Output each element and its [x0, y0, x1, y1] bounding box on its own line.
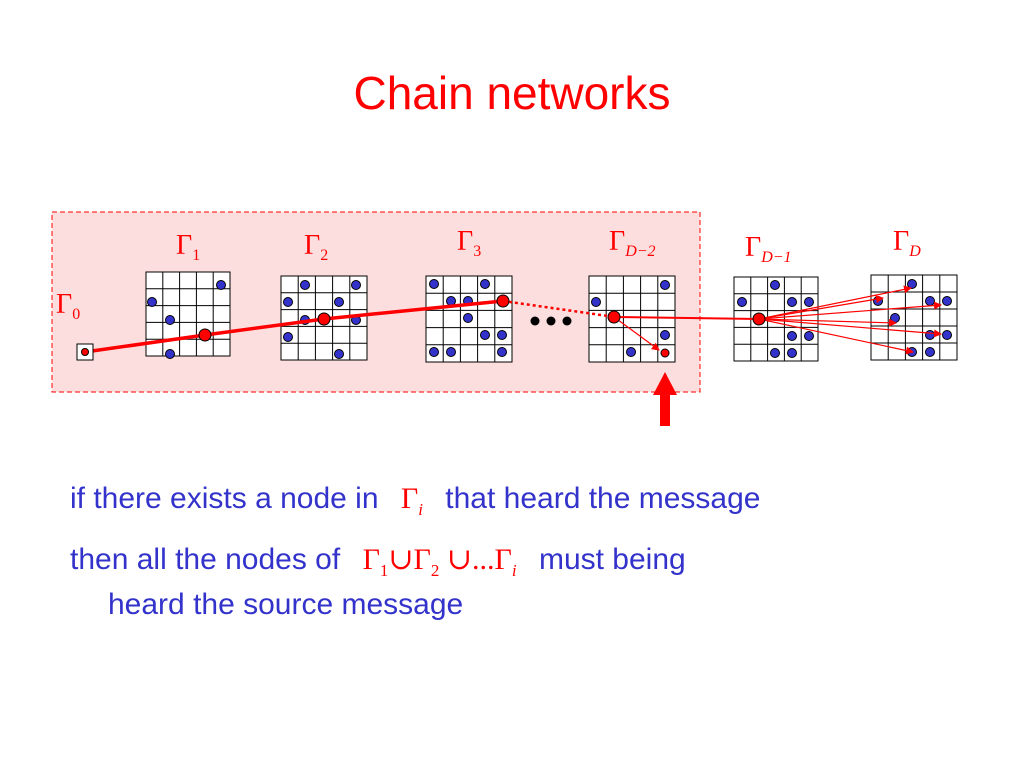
link-g0-g1 — [84, 333, 206, 354]
active-node-gd2-local — [660, 348, 670, 358]
sensor-node — [925, 347, 935, 357]
sensor-node — [787, 331, 797, 341]
sensor-node — [890, 313, 900, 323]
sensor-node — [446, 347, 456, 357]
fanout-4 — [758, 318, 942, 338]
sensor-node — [216, 280, 226, 290]
label-gamma-d-minus-2: ΓD−2 — [609, 226, 656, 260]
fanout-5 — [758, 318, 914, 355]
sensor-node — [429, 347, 439, 357]
link-g1-g2 — [204, 317, 325, 337]
link-gd2-local — [613, 316, 660, 351]
sensor-node — [480, 279, 490, 289]
active-node-gd1 — [752, 312, 766, 326]
sensor-node — [942, 296, 952, 306]
sensor-node — [165, 315, 175, 325]
formula-gamma-i: Γi — [400, 482, 423, 519]
sensor-node — [925, 330, 935, 340]
sensor-node — [334, 297, 344, 307]
statement-line-2: then all the nodes of Γ1∪Γ2 ∪...Γi must … — [70, 542, 686, 581]
sensor-node — [770, 280, 780, 290]
fanout-3 — [758, 301, 942, 320]
label-gamma-d: ΓD — [893, 226, 921, 260]
sensor-node — [660, 280, 670, 290]
sensor-node — [480, 330, 490, 340]
statement-line-1: if there exists a node in Γi that heard … — [70, 482, 761, 520]
sensor-node — [737, 297, 747, 307]
sensor-node — [165, 349, 175, 359]
sensor-node — [804, 331, 814, 341]
active-node-g1 — [198, 328, 212, 342]
sensor-node — [463, 313, 473, 323]
sensor-node — [591, 297, 601, 307]
sensor-node — [283, 297, 293, 307]
grid-gamma-d-minus-2 — [588, 275, 676, 363]
statement-line-1-before: if there exists a node in — [70, 482, 379, 515]
statement-line-2-after: must being — [538, 543, 686, 576]
red-up-arrow-icon — [653, 372, 677, 426]
sensor-node — [497, 347, 507, 357]
grid-gamma-d — [870, 274, 958, 361]
grid-gamma-2 — [280, 275, 368, 361]
label-gamma-3: Γ3 — [457, 226, 481, 260]
sensor-node — [147, 297, 157, 307]
statement-line-3: heard the source message — [108, 588, 464, 621]
label-gamma-2: Γ2 — [304, 230, 328, 264]
formula-union: Γ1∪Γ2 ∪...Γi — [362, 543, 517, 580]
sensor-node — [787, 297, 797, 307]
sensor-node — [770, 348, 780, 358]
sensor-node — [626, 347, 636, 357]
statement-line-1-after: that heard the message — [445, 482, 761, 515]
fanout-2 — [758, 295, 884, 320]
active-node-g2 — [317, 312, 331, 326]
sensor-node — [804, 297, 814, 307]
active-node-gd2 — [607, 310, 621, 324]
label-gamma-0: Γ0 — [56, 289, 80, 323]
sensor-node — [787, 348, 797, 358]
sensor-node — [300, 280, 310, 290]
source-node-dot — [81, 348, 89, 356]
sensor-node — [925, 296, 935, 306]
sensor-node — [429, 279, 439, 289]
link-g2-g3 — [323, 299, 504, 321]
sensor-node — [660, 330, 670, 340]
ellipsis-dots — [530, 316, 572, 326]
fanout-1 — [758, 285, 912, 320]
grid-gamma-3 — [425, 275, 513, 363]
slide-title: Chain networks — [353, 67, 671, 119]
label-gamma-d-minus-1: ΓD−1 — [745, 232, 792, 266]
label-gamma-1: Γ1 — [176, 230, 200, 264]
sensor-node — [942, 330, 952, 340]
link-gd2-gd1 — [613, 316, 760, 320]
grid-gamma-1 — [145, 271, 231, 359]
sensor-node — [497, 330, 507, 340]
sensor-node — [334, 349, 344, 359]
sensor-node — [351, 280, 361, 290]
sensor-node — [446, 296, 456, 306]
sensor-node — [907, 279, 917, 289]
statement-line-2-before: then all the nodes of — [70, 543, 341, 576]
fanout-6 — [758, 318, 897, 327]
sensor-node — [283, 332, 293, 342]
active-node-g3 — [496, 294, 510, 308]
